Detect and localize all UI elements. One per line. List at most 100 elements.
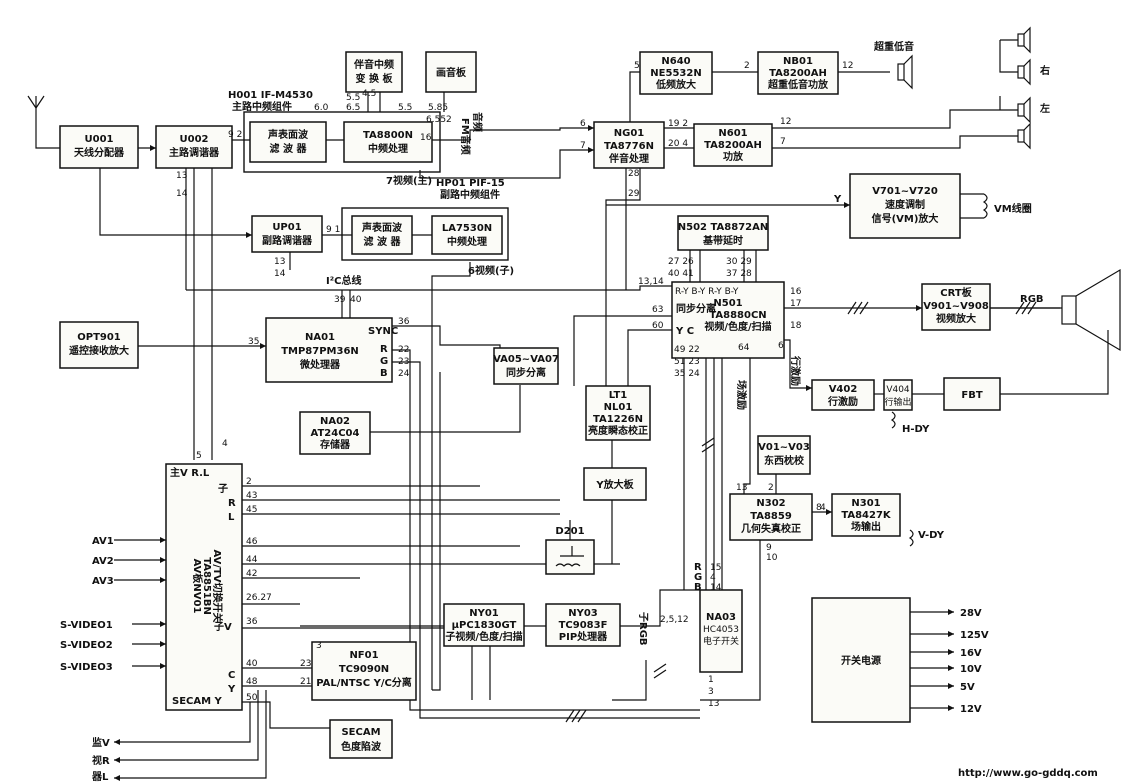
svg-text:7视频(主): 7视频(主) <box>386 174 432 187</box>
svg-text:TA8851BN: TA8851BN <box>201 557 212 615</box>
svg-text:13: 13 <box>176 171 187 181</box>
svg-text:13: 13 <box>708 699 719 709</box>
svg-text:49 22: 49 22 <box>674 345 700 355</box>
svg-text:NF01: NF01 <box>349 650 378 661</box>
svg-text:40: 40 <box>246 659 258 669</box>
svg-text:20 4: 20 4 <box>668 139 688 149</box>
svg-text:速度调制: 速度调制 <box>885 198 925 211</box>
svg-text:微处理器: 微处理器 <box>299 358 341 371</box>
svg-text:场输出: 场输出 <box>851 520 881 533</box>
svg-text:N640: N640 <box>661 56 690 67</box>
svg-text:滤 波 器: 滤 波 器 <box>270 142 308 155</box>
svg-text:L: L <box>228 512 235 523</box>
svg-text:滤 波 器: 滤 波 器 <box>364 235 402 248</box>
svg-text:HC4053: HC4053 <box>703 625 739 635</box>
svg-text:5.85: 5.85 <box>428 103 448 113</box>
na02-block: NA02 AT24C04 存储器 <box>299 411 371 455</box>
svg-text:R: R <box>380 344 388 355</box>
svg-text:5: 5 <box>196 451 202 461</box>
svg-text:8: 8 <box>816 503 822 513</box>
svg-text:22: 22 <box>398 345 409 355</box>
n502-block: N502 TA8872AN 基带延时 <box>677 215 769 251</box>
svg-text:46: 46 <box>246 537 258 547</box>
svg-text:LA7530N: LA7530N <box>442 223 492 234</box>
svg-text:低频放大: 低频放大 <box>655 78 696 91</box>
svg-text:1: 1 <box>708 675 714 685</box>
svg-text:TA8859: TA8859 <box>750 511 792 522</box>
svg-text:23: 23 <box>398 357 409 367</box>
svg-text:Y: Y <box>227 684 236 695</box>
svg-text:12: 12 <box>842 61 853 71</box>
svg-text:6视频(子): 6视频(子) <box>468 264 514 277</box>
svg-text:16: 16 <box>790 287 802 297</box>
arrow-icon <box>114 125 954 781</box>
svg-text:音频: 音频 <box>471 112 484 132</box>
svg-text:FM音频: FM音频 <box>459 118 472 155</box>
svg-text:63: 63 <box>652 305 663 315</box>
svg-text:AV3: AV3 <box>92 576 114 587</box>
na01-block: NA01 TMP87PM36N 微处理器 SYNC R G B <box>265 317 398 383</box>
v402-block: V402 行激励 <box>811 379 875 411</box>
svg-text:亮度瞬态校正: 亮度瞬态校正 <box>588 424 648 437</box>
svg-text:SECAM: SECAM <box>341 727 380 738</box>
u001-block: U001 天线分配器 <box>59 125 139 169</box>
svg-text:9 2: 9 2 <box>228 130 242 140</box>
svg-text:同步分离: 同步分离 <box>506 366 546 379</box>
sound-if-board-block: 伴音中频 变 换 板 <box>345 51 403 93</box>
svg-text:V701~V720: V701~V720 <box>872 186 938 197</box>
svg-text:视频/色度/扫描: 视频/色度/扫描 <box>704 320 771 333</box>
svg-text:B: B <box>380 368 388 379</box>
svg-text:监V: 监V <box>92 736 110 749</box>
watermark-url: http://www.go-gddq.com <box>958 768 1098 779</box>
svg-text:TA8200AH: TA8200AH <box>769 68 827 79</box>
svg-text:6: 6 <box>778 341 784 351</box>
svg-text:主路调谐器: 主路调谐器 <box>169 146 220 159</box>
svg-text:V901~V908: V901~V908 <box>923 301 989 312</box>
svg-text:U002: U002 <box>180 134 209 145</box>
svg-text:3: 3 <box>708 687 714 697</box>
svg-text:NG01: NG01 <box>614 128 645 139</box>
svg-text:16: 16 <box>420 133 432 143</box>
v404-block: V404 行输出 <box>883 379 913 411</box>
n302-block: N302 TA8859 几何失真校正 <box>729 493 813 541</box>
svg-text:6.552: 6.552 <box>426 115 452 125</box>
saw-filter-main-block: 声表面波 滤 波 器 <box>249 121 327 163</box>
svg-text:Y C: Y C <box>675 326 694 337</box>
svg-text:N302: N302 <box>756 498 785 509</box>
svg-text:TA8800N: TA8800N <box>363 130 413 141</box>
nv01-block: 主V R.L 子 R L 子V C Y SECAM Y AV板NV01 TA88… <box>165 463 243 711</box>
svg-text:TA8880CN: TA8880CN <box>709 310 766 321</box>
svg-text:R: R <box>228 498 236 509</box>
svg-text:N502 TA8872AN: N502 TA8872AN <box>678 222 768 233</box>
pin-numbers: 9 2 9 1 13 14 13 14 16 6 7 19 2 20 4 28 … <box>176 61 853 709</box>
svg-text:G: G <box>380 356 388 367</box>
svg-text:东西枕校: 东西枕校 <box>764 454 805 467</box>
svg-text:OPT901: OPT901 <box>77 332 121 343</box>
ng01-block: NG01 TA8776N 伴音处理 <box>593 121 665 169</box>
svg-text:6: 6 <box>580 119 586 129</box>
svg-text:视频放大: 视频放大 <box>936 312 976 325</box>
opt901-block: OPT901 遥控接收放大 <box>59 321 139 369</box>
svg-text:13: 13 <box>274 257 285 267</box>
svg-text:10: 10 <box>766 553 778 563</box>
coil-icon <box>890 193 988 547</box>
svg-text:NE5532N: NE5532N <box>650 68 701 79</box>
svg-text:42: 42 <box>246 569 257 579</box>
svg-text:17: 17 <box>790 299 801 309</box>
hp01-group-box <box>341 207 509 261</box>
svg-text:PAL/NTSC Y/C分离: PAL/NTSC Y/C分离 <box>316 676 412 689</box>
svg-text:AT24C04: AT24C04 <box>311 428 360 439</box>
svg-text:μPC1830GT: μPC1830GT <box>452 620 517 631</box>
na03-block: NA03 HC4053 电子开关 <box>699 589 743 673</box>
svg-text:5.5: 5.5 <box>346 93 360 103</box>
svg-text:SYNC: SYNC <box>368 326 398 337</box>
svg-text:4: 4 <box>222 439 228 449</box>
svg-text:S-VIDEO3: S-VIDEO3 <box>60 662 113 673</box>
svg-text:13,14: 13,14 <box>638 277 664 287</box>
svg-text:51 23: 51 23 <box>674 357 700 367</box>
svg-text:NB01: NB01 <box>783 56 813 67</box>
svg-text:40: 40 <box>350 295 362 305</box>
svg-text:10V: 10V <box>960 664 982 675</box>
svg-text:天线分配器: 天线分配器 <box>74 146 125 159</box>
svg-text:B: B <box>694 582 702 593</box>
